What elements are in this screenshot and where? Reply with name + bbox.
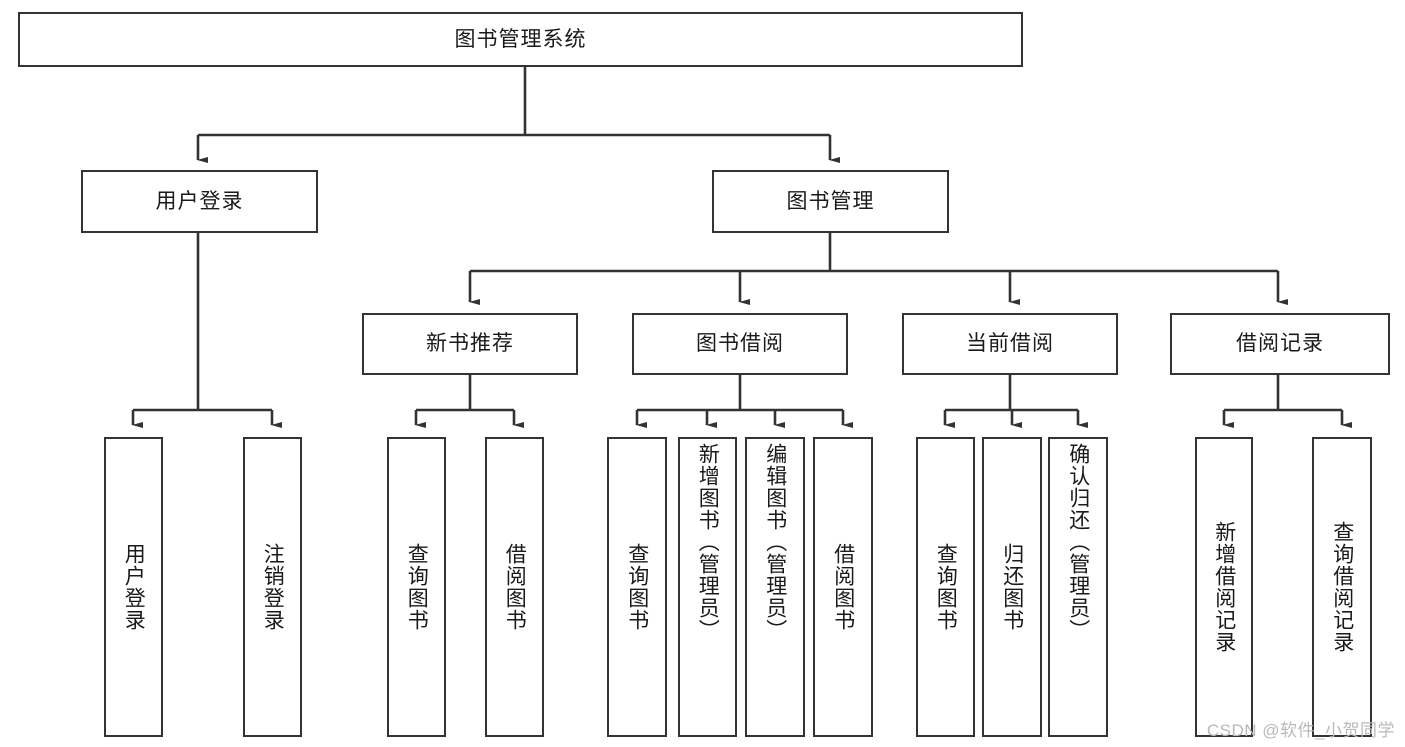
- node-book-manage-label: 图书管理: [786, 189, 875, 213]
- node-leaf-query-record-label: 查询借阅记录: [1330, 521, 1354, 653]
- node-root[interactable]: 图书管理系统: [18, 12, 1023, 67]
- node-leaf-return-book-label: 归还图书: [1000, 543, 1024, 631]
- node-book-manage[interactable]: 图书管理: [712, 170, 949, 233]
- node-leaf-borrow-book-2[interactable]: 借阅图书: [813, 437, 873, 737]
- node-borrow-record-label: 借阅记录: [1236, 332, 1324, 356]
- node-root-label: 图书管理系统: [454, 27, 587, 51]
- node-borrow-record[interactable]: 借阅记录: [1170, 313, 1390, 375]
- node-leaf-query-book-3-label: 查询图书: [934, 543, 958, 631]
- node-leaf-borrow-book-2-label: 借阅图书: [831, 543, 855, 631]
- node-leaf-confirm-return-label: 确认归还（管理员）: [1066, 443, 1090, 641]
- node-leaf-edit-book-label: 编辑图书（管理员）: [763, 443, 787, 641]
- node-leaf-query-book-3[interactable]: 查询图书: [916, 437, 975, 737]
- node-leaf-query-record[interactable]: 查询借阅记录: [1312, 437, 1372, 737]
- node-leaf-confirm-return[interactable]: 确认归还（管理员）: [1048, 437, 1108, 737]
- node-book-borrow-label: 图书借阅: [696, 332, 784, 356]
- node-leaf-add-record[interactable]: 新增借阅记录: [1195, 437, 1253, 737]
- node-user-login-label: 用户登录: [155, 189, 244, 213]
- node-leaf-logout-login[interactable]: 注销登录: [243, 437, 302, 737]
- node-new-book-rec[interactable]: 新书推荐: [362, 313, 578, 375]
- node-leaf-query-book-1-label: 查询图书: [405, 543, 429, 631]
- node-leaf-query-book-2-label: 查询图书: [625, 543, 649, 631]
- node-new-book-rec-label: 新书推荐: [426, 332, 514, 356]
- node-leaf-return-book[interactable]: 归还图书: [982, 437, 1042, 737]
- node-leaf-borrow-book-1-label: 借阅图书: [503, 543, 527, 631]
- node-leaf-edit-book[interactable]: 编辑图书（管理员）: [745, 437, 805, 737]
- node-leaf-add-book[interactable]: 新增图书（管理员）: [678, 437, 737, 737]
- node-leaf-query-book-2[interactable]: 查询图书: [607, 437, 667, 737]
- csdn-watermark: CSDN @软件_小贺同学: [1206, 721, 1395, 740]
- node-user-login[interactable]: 用户登录: [81, 170, 318, 233]
- node-leaf-query-book-1[interactable]: 查询图书: [387, 437, 446, 737]
- node-book-borrow[interactable]: 图书借阅: [632, 313, 848, 375]
- node-leaf-add-record-label: 新增借阅记录: [1212, 521, 1236, 653]
- node-leaf-user-login[interactable]: 用户登录: [104, 437, 163, 737]
- node-leaf-user-login-label: 用户登录: [122, 543, 146, 631]
- node-leaf-borrow-book-1[interactable]: 借阅图书: [485, 437, 544, 737]
- node-leaf-logout-login-label: 注销登录: [261, 543, 285, 631]
- node-current-borrow[interactable]: 当前借阅: [902, 313, 1118, 375]
- node-leaf-add-book-label: 新增图书（管理员）: [696, 443, 720, 641]
- node-current-borrow-label: 当前借阅: [966, 332, 1054, 356]
